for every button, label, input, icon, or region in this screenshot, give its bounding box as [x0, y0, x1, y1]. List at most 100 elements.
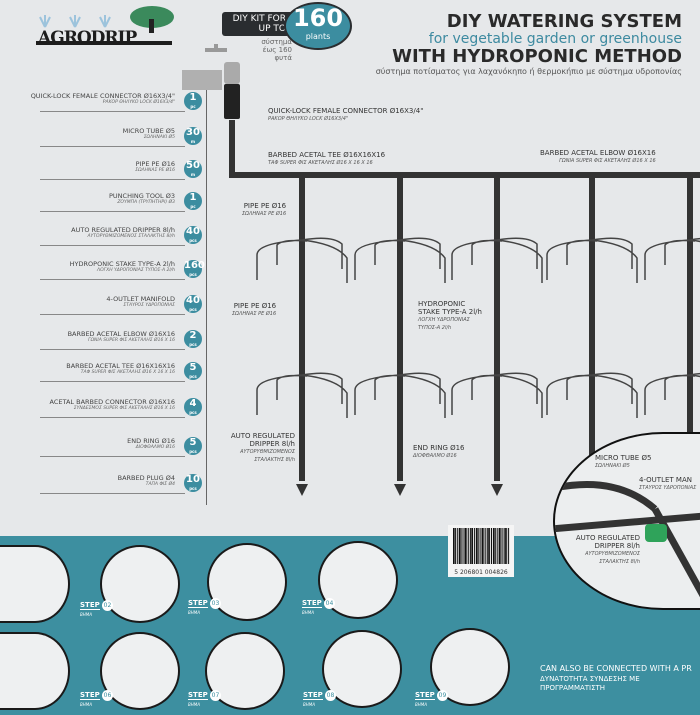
step-word: STEP	[188, 691, 208, 700]
step-word: STEP	[303, 691, 323, 700]
qty-unit: pcs	[189, 342, 197, 347]
part-name: BARBED ACETAL TEE Ø16X16X16	[66, 362, 175, 370]
label-text: QUICK-LOCK FEMALE CONNECTOR Ø16X3/4"	[268, 107, 424, 115]
barcode: 5 206801 004826	[448, 525, 514, 577]
vertical-pipe	[589, 176, 595, 481]
label-text: PIPE PE Ø16	[233, 302, 277, 310]
step-word: STEP	[415, 691, 435, 700]
label-greek: ΑΥΤΟΡΥΘΜΙΖΟΜΕΝΟΣ ΣΤΑΛΑΚΤΗΣ 8l/h	[240, 449, 295, 463]
title-greek: σύστημα ποτίσματος για λαχανόκηπο ή θερμ…	[375, 67, 682, 76]
qty-unit: pcs	[189, 374, 197, 379]
part-divider	[40, 279, 185, 280]
step-greek: ΒΗΜΑ	[188, 610, 200, 615]
part-name: BARBED PLUG Ø4	[117, 474, 175, 482]
part-greek: ΣΥΝΔΕΣΜΟΣ SUPER ΦΙΣ ΑΚΕΤΑΛΗΣ Ø16 X 16	[73, 406, 175, 411]
part-divider	[40, 456, 185, 457]
step-greek: ΒΗΜΑ	[80, 702, 92, 707]
kit-unit: plants	[305, 32, 331, 41]
part-divider	[40, 179, 185, 180]
kit-number: 160	[292, 4, 344, 32]
label-text: AUTO REGULATED DRIPPER 8l/h	[575, 534, 640, 550]
part-name: END RING Ø16	[127, 437, 175, 445]
label-connector: QUICK-LOCK FEMALE CONNECTOR Ø16X3/4"ΡΑΚΟ…	[268, 107, 423, 123]
product-title: DIY WATERING SYSTEM for vegetable garden…	[375, 12, 682, 77]
label-text: HYDROPONIC STAKE TYPE-A 2l/h	[418, 300, 482, 316]
part-item: END RING Ø16 ΔΙΟΦΘΑΛΜΟ Ø16	[25, 437, 175, 450]
dripper-icon	[645, 524, 667, 542]
footer-note: CAN ALSO BE CONNECTED WITH A PR ΔΥΝΑΤΟΤΗΤ…	[540, 664, 698, 693]
part-greek: ΛΟΓΧΗ ΥΔΡΟΠΟΝΙΑΣ ΤΥΠΟΣ-Α 2l/h	[97, 268, 175, 273]
label-text: AUTO REGULATED DRIPPER 8l/h	[230, 432, 295, 448]
part-greek: ΣΩΛΗΝΑΚΙ Ø5	[143, 135, 175, 140]
step-greek: ΒΗΜΑ	[188, 702, 200, 707]
qty-unit: pcs	[189, 486, 197, 491]
qty-value: 5	[189, 362, 197, 373]
step-number: 08	[324, 690, 336, 701]
title-line3: WITH HYDROPONIC METHOD	[392, 46, 682, 67]
part-greek: ΖΟΥΜΠΑ (ΤΡΥΠΗΤΗΡΙ) Ø3	[117, 200, 175, 205]
qty-unit: pc	[190, 204, 196, 209]
label-greek: ΣΩΛΗΝΑΚΙ Ø5	[595, 463, 630, 469]
footer-greek: ΔΥΝΑΤΟΤΗΤΑ ΣΥΝΔΕΣΗΣ ΜΕ ΠΡΟΓΡΑΜΜΑΤΙΣΤΗ	[540, 675, 640, 692]
qty-unit: pcs	[189, 238, 197, 243]
qty-value: 1	[189, 92, 197, 103]
part-name: QUICK-LOCK FEMALE CONNECTOR Ø16X3/4"	[30, 92, 175, 100]
label-text: PIPE PE Ø16	[243, 202, 287, 210]
part-item: BARBED PLUG Ø4 ΤΑΠΑ ΦΙΣ Ø4	[25, 474, 175, 487]
label-greek: ΑΥΤΟΡΥΘΜΙΖΟΜΕΝΟΣ ΣΤΑΛΑΚΤΗΣ 8l/h	[585, 551, 640, 565]
part-item: QUICK-LOCK FEMALE CONNECTOR Ø16X3/4" ΡΑΚ…	[25, 92, 175, 105]
step-illustration	[100, 632, 180, 710]
footer-text: CAN ALSO BE CONNECTED WITH A PR	[540, 664, 692, 673]
step-illustration	[322, 630, 402, 708]
barcode-bars	[453, 528, 510, 564]
qty-unit: m	[190, 172, 196, 177]
part-name: AUTO REGULATED DRIPPER 8l/h	[71, 226, 175, 234]
step-word: STEP	[80, 691, 100, 700]
part-divider	[40, 493, 185, 494]
part-greek: ΡΑΚΟΡ ΘΗΛΥΚΟ LOCK Ø16X3/4"	[102, 100, 175, 105]
system-diagram	[182, 44, 700, 496]
part-item: PIPE PE Ø16 ΣΩΛΗΝΑΣ PE Ø16	[25, 160, 175, 173]
main-pipe	[229, 172, 700, 178]
title-line2: for vegetable garden or greenhouse	[428, 31, 682, 47]
label-greek: ΤΑΦ SUPER ΦΙΣ ΑΚΕΤΑΛΗΣ Ø16 X 16 X 16	[268, 160, 373, 166]
stake-icon	[354, 372, 446, 418]
stake-icon	[256, 237, 348, 283]
step-number: 06	[101, 690, 113, 701]
step-illustration	[0, 545, 70, 623]
stake-icon	[354, 237, 446, 283]
step-word: STEP	[80, 601, 100, 610]
label-greek: ΡΑΚΟΡ ΘΗΛΥΚΟ LOCK Ø16X3/4"	[268, 116, 349, 122]
step-number: 04	[323, 598, 335, 609]
step-number: 09	[436, 690, 448, 701]
part-greek: ΔΙΟΦΘΑΛΜΟ Ø16	[135, 445, 175, 450]
qty-value: 5	[189, 437, 197, 448]
step-illustration	[0, 632, 70, 710]
label-greek: ΣΤΑΥΡΟΣ ΥΔΡΟΠΟΝΙΑΣ	[639, 485, 697, 491]
step-word: STEP	[302, 599, 322, 608]
part-greek: ΑΥΤΟΡΥΘΜΙΖΟΜΕΝΟΣ ΣΤΑΛΑΚΤΗΣ 8l/h	[87, 234, 175, 239]
label-text: BARBED ACETAL TEE Ø16X16X16	[268, 151, 386, 159]
vertical-pipe	[494, 176, 500, 481]
part-divider	[40, 314, 185, 315]
stake-icon	[644, 372, 700, 415]
step-word: STEP	[188, 599, 208, 608]
part-name: ACETAL BARBED CONNECTOR Ø16X16	[49, 398, 175, 406]
step-greek: ΒΗΜΑ	[415, 702, 427, 707]
end-ring-icon	[394, 484, 406, 496]
